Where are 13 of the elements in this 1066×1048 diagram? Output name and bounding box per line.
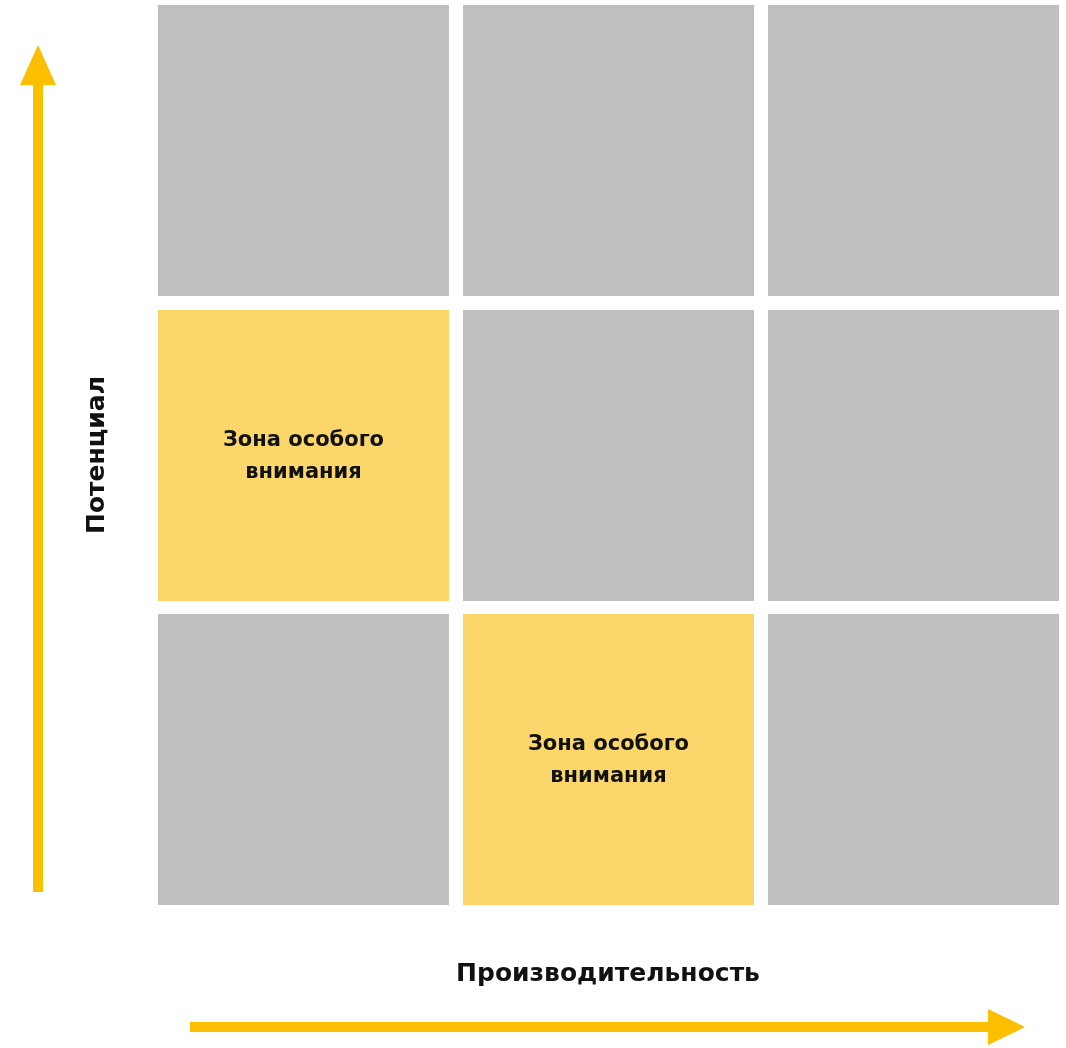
zone-label: Зона особого внимания [221,426,386,485]
empty-cell [768,5,1059,296]
empty-cell [768,310,1059,601]
axis-label: Производительность [456,957,760,987]
axis-label: Потенциал [80,376,110,534]
empty-cell [158,5,449,296]
highlight-cell [463,614,754,905]
empty-cell [768,614,1059,905]
highlight-cell [158,310,449,601]
zone-label: Зона особого внимания [526,730,691,789]
empty-cell [463,5,754,296]
empty-cell [158,614,449,905]
empty-cell [463,310,754,601]
